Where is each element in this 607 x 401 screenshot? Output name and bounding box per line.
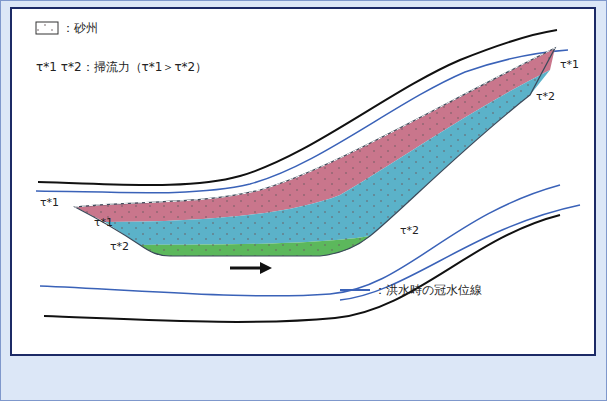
shear-label: τ*2 bbox=[110, 240, 129, 253]
shear-label: τ*1 bbox=[560, 58, 579, 71]
shear-label: τ*1 bbox=[94, 216, 113, 229]
sandbar-sample bbox=[36, 22, 58, 34]
shear-label: τ*2 bbox=[536, 90, 555, 103]
flood-line-sample bbox=[340, 289, 370, 291]
force-note: τ*1 τ*2：掃流力（τ*1＞τ*2） bbox=[36, 60, 207, 74]
shear-label: τ*1 bbox=[40, 196, 59, 209]
legend-text: ：砂州 bbox=[62, 21, 98, 35]
legend-text: ：洪水時の冠水位線 bbox=[374, 283, 482, 297]
shear-label: τ*2 bbox=[400, 224, 419, 237]
